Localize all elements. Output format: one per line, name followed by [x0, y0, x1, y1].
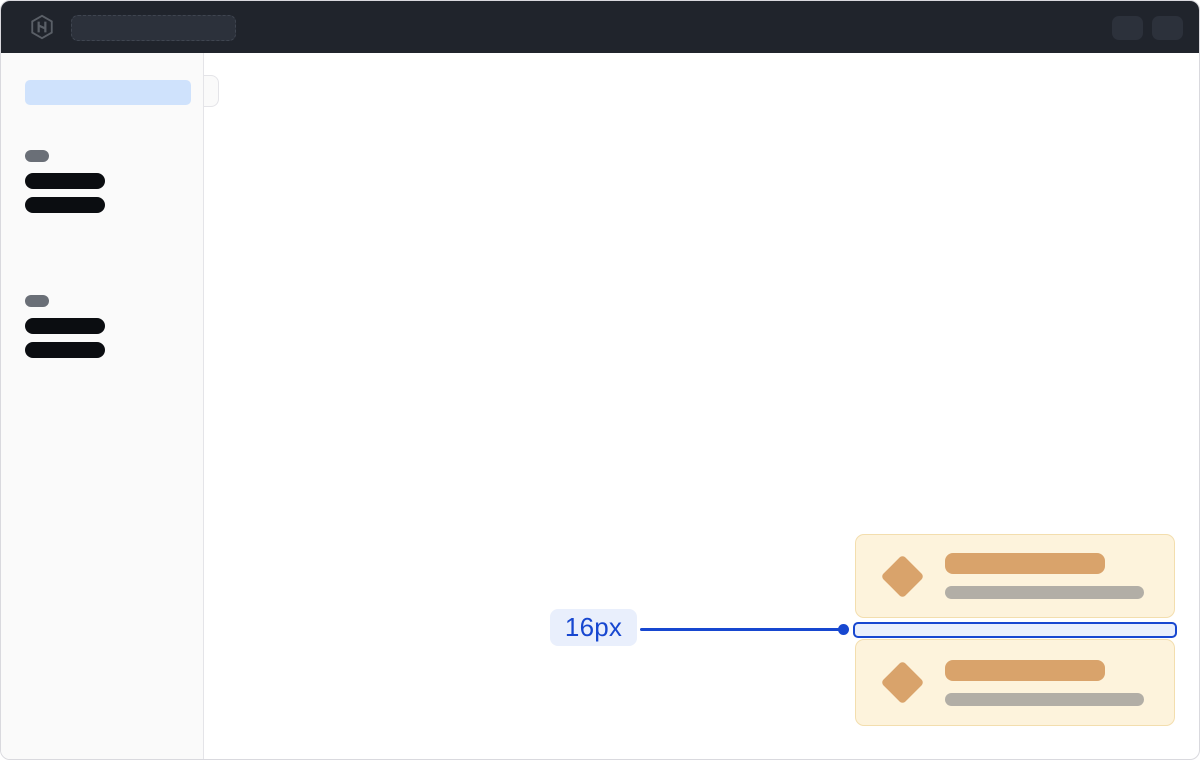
list-card[interactable] — [855, 639, 1175, 726]
sidebar-item-skeleton[interactable] — [25, 342, 105, 358]
hashicorp-logo-icon — [29, 14, 55, 40]
diamond-icon — [880, 660, 924, 705]
spacing-value-label: 16px — [550, 609, 637, 646]
card-text-skeleton — [945, 553, 1144, 599]
sidebar — [1, 53, 204, 759]
sidebar-item-skeleton[interactable] — [25, 318, 105, 334]
card-subtitle-skeleton — [945, 692, 1144, 706]
list-card[interactable] — [855, 534, 1175, 618]
help-button-skeleton[interactable] — [1112, 16, 1143, 40]
spacing-gap-highlight — [853, 622, 1177, 638]
card-title-skeleton — [945, 553, 1105, 574]
card-subtitle-skeleton — [945, 586, 1144, 599]
diamond-icon — [880, 554, 924, 598]
topbar-actions — [1112, 16, 1183, 40]
user-menu-skeleton[interactable] — [1152, 16, 1183, 40]
sidebar-section-label-skeleton — [25, 150, 49, 162]
sidebar-section-label-skeleton — [25, 295, 49, 307]
sidebar-active-item-skeleton[interactable] — [25, 80, 191, 105]
spacing-callout-dot — [838, 624, 849, 635]
card-text-skeleton — [945, 659, 1144, 706]
sidebar-item-skeleton[interactable] — [25, 197, 105, 213]
top-nav-bar — [1, 1, 1199, 53]
sidebar-item-skeleton[interactable] — [25, 173, 105, 189]
search-input-skeleton[interactable] — [71, 15, 236, 41]
sidebar-toggle-handle[interactable] — [204, 75, 219, 107]
card-title-skeleton — [945, 659, 1105, 681]
spacing-callout-line — [640, 628, 840, 631]
